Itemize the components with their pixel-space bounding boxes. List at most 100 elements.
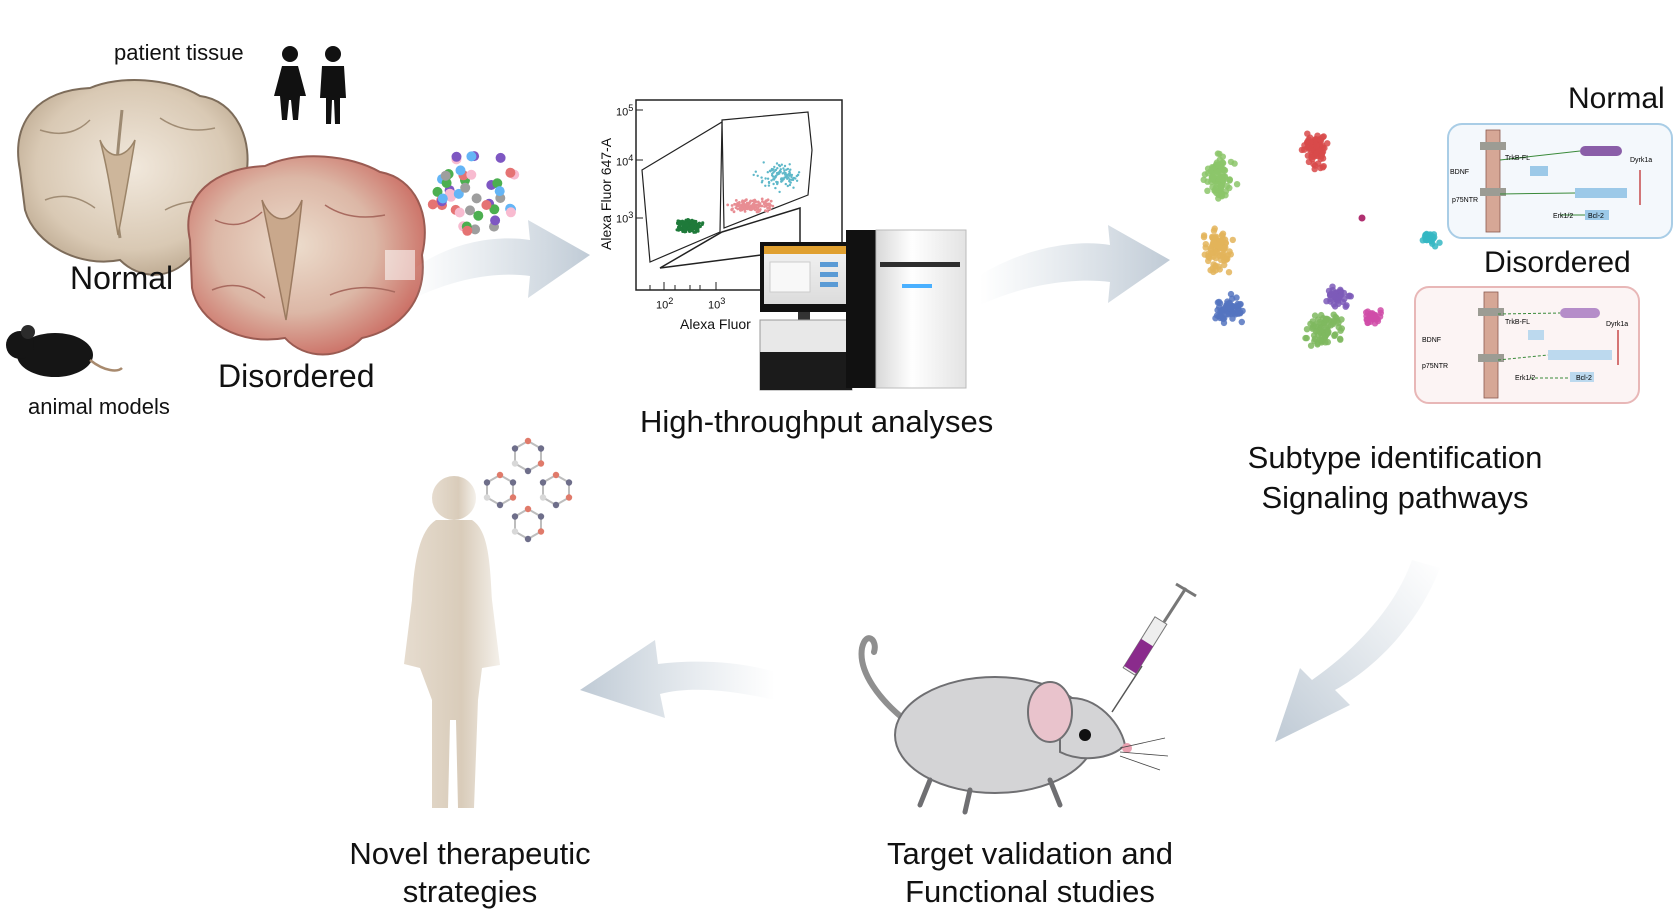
flow-dot-green	[688, 229, 692, 233]
flow-dot-cyan	[773, 165, 776, 169]
molecule-atom	[509, 479, 517, 486]
flow-dot-cyan	[788, 180, 791, 183]
signaling-pathways-label: Signaling pathways	[1261, 480, 1529, 515]
flow-dot-pink	[769, 199, 773, 203]
flow-dot-cyan	[784, 182, 787, 186]
flow-dot-cyan	[779, 168, 782, 171]
flow-dot-cyan	[783, 173, 787, 176]
pathway-d-node-p75ntr: p75NTR	[1422, 363, 1448, 370]
flow-dot-cyan	[781, 172, 784, 175]
cell-dot	[465, 205, 475, 216]
pathway-node-p75ntr: p75NTR	[1452, 197, 1478, 204]
molecule-atom	[552, 471, 560, 479]
molecule-atom	[483, 494, 491, 501]
flow-dot-cyan	[785, 168, 788, 171]
cell-dot	[440, 170, 451, 181]
tsne-point-cluster-6	[1345, 293, 1352, 300]
flow-dot-pink	[734, 199, 738, 202]
tsne-point-cluster-2	[1212, 255, 1220, 262]
arrow-to-high-throughput	[410, 220, 590, 300]
tsne-point-cluster-1	[1224, 182, 1231, 190]
tsne-point-cluster-3	[1224, 300, 1231, 308]
flow-dot-pink	[746, 207, 749, 211]
tsne-point-cluster-4	[1324, 140, 1331, 147]
molecule-ring	[542, 473, 570, 507]
tsne-point-cluster-3	[1238, 318, 1246, 326]
cell-dot	[494, 186, 505, 197]
tsne-point-cluster-5	[1335, 323, 1342, 331]
tsne-point-cluster-5	[1331, 332, 1338, 339]
pathway-d-node-erk: Erk1/2	[1515, 375, 1535, 382]
flow-dot-cyan	[783, 164, 787, 168]
molecule-atom	[524, 505, 532, 513]
flow-dot-pink	[739, 208, 743, 212]
tsne-point-cluster-2	[1225, 269, 1233, 276]
flow-dot-green	[690, 218, 694, 222]
functional-studies-label: Functional studies	[905, 874, 1155, 909]
flow-dot-green	[692, 221, 696, 225]
flow-dot-pink	[751, 204, 754, 208]
cell-subtype-tsne-plot	[1200, 130, 1443, 349]
flow-dot-cyan	[760, 176, 763, 179]
lab-mouse-illustration	[858, 635, 1169, 815]
cell-dot	[481, 200, 492, 210]
drug-molecule-icon	[483, 437, 573, 543]
flow-dot-cyan	[794, 177, 797, 180]
tsne-point-cluster-5	[1338, 316, 1345, 323]
flow-dot-cyan	[768, 169, 772, 172]
tsne-point-cluster-2	[1209, 265, 1216, 272]
flow-dot-pink	[736, 207, 740, 211]
flow-dot-cyan	[767, 184, 771, 187]
pathway-disordered-panel: BDNF TrkB-FL p75NTR Erk1/2 Bcl-2 Dyrk1a	[1414, 286, 1640, 404]
flow-dot-pink	[760, 197, 764, 201]
flow-dot-cyan	[762, 161, 765, 164]
tsne-point-cluster-2	[1211, 225, 1218, 232]
molecule-atom	[537, 528, 545, 535]
flow-x-axis-label: Alexa Fluor	[680, 316, 751, 332]
tsne-point-cluster-2	[1222, 244, 1229, 251]
flow-dot-cyan	[790, 173, 794, 177]
patient-figures-icon	[274, 46, 346, 124]
cell-dot	[466, 169, 477, 180]
flow-dot-green	[696, 223, 700, 227]
flow-dot-cyan	[786, 184, 789, 188]
tsne-point-cluster-7	[1364, 319, 1372, 326]
flow-dot-cyan	[789, 168, 792, 171]
molecule-atom	[537, 445, 545, 452]
tsne-point-cluster-1	[1204, 187, 1211, 194]
tsne-point-cluster-1	[1226, 176, 1233, 183]
flow-dot-cyan	[778, 190, 781, 194]
flow-dot-cyan	[780, 163, 783, 166]
molecule-atom	[496, 501, 504, 509]
flow-dot-pink	[753, 208, 757, 212]
flow-dot-cyan	[764, 177, 767, 180]
flow-dot-cyan	[795, 179, 799, 182]
flow-dot-cyan	[772, 175, 775, 178]
tsne-point-cluster-3	[1217, 308, 1224, 315]
cell-dot	[454, 207, 465, 218]
tsne-point-cluster-5	[1307, 342, 1315, 349]
tsne-point-cluster-3	[1217, 314, 1224, 322]
flow-dot-cyan	[796, 173, 800, 177]
flow-dot-cyan	[772, 182, 775, 186]
tsne-point-cluster-2	[1202, 241, 1210, 248]
flow-dot-pink	[732, 210, 736, 214]
brain-disordered-illustration	[187, 155, 426, 356]
tsne-point-cluster-1	[1233, 181, 1241, 188]
subtype-identification-label: Subtype identification	[1247, 440, 1543, 475]
dissociated-cells-cluster	[427, 151, 520, 236]
flow-dot-pink	[754, 205, 758, 209]
tsne-point-cluster-1	[1222, 192, 1229, 199]
flow-dot-green	[685, 223, 689, 227]
flow-dot-pink	[764, 209, 767, 213]
arrow-to-target-validation	[1275, 560, 1440, 742]
patient-silhouette	[404, 476, 500, 808]
tsne-point-outlier	[1358, 214, 1366, 222]
flow-dot-cyan	[772, 168, 775, 171]
flow-dot-pink	[763, 205, 766, 208]
flow-dot-cyan	[778, 165, 782, 168]
tsne-point-cluster-4	[1308, 154, 1315, 161]
tsne-point-cluster-2	[1229, 236, 1237, 244]
flow-dot-green	[681, 222, 685, 226]
tsne-point-cluster-8	[1426, 235, 1434, 243]
